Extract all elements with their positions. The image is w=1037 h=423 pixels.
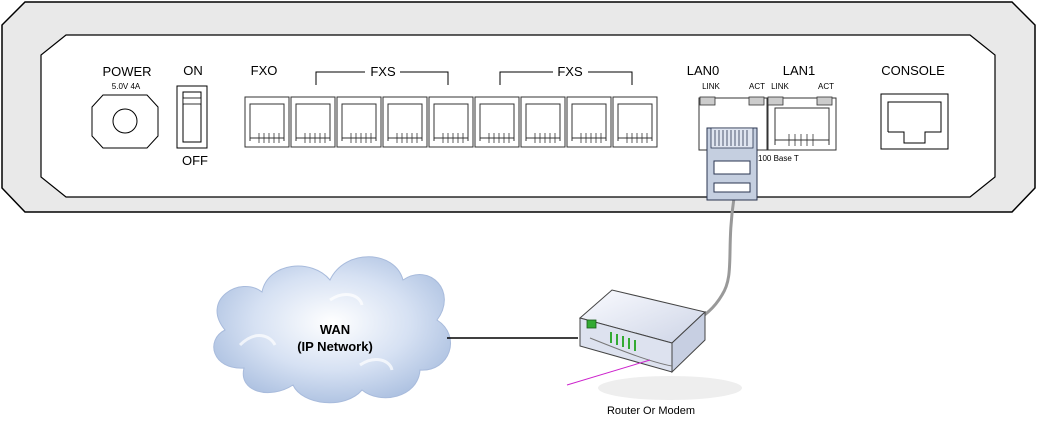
lan1-link-led <box>767 96 784 106</box>
fxs-port-8[interactable] <box>612 96 658 148</box>
lan1-link-label: LINK <box>771 82 789 91</box>
fxs-port-5[interactable] <box>474 96 520 148</box>
switch-off-label: OFF <box>182 153 208 168</box>
lan0-act-led <box>748 96 765 106</box>
fxs-port-7[interactable] <box>566 96 612 148</box>
fxs-port-3[interactable] <box>382 96 428 148</box>
fxs-bracket-1 <box>315 71 449 85</box>
power-switch[interactable] <box>176 85 208 149</box>
rj45-plug <box>706 127 758 201</box>
wan-cloud <box>213 256 451 404</box>
router-accent-line <box>566 359 651 386</box>
lan-speed-label: 100 Base T <box>758 154 799 163</box>
fxo-label: FXO <box>251 63 278 78</box>
fxo-port[interactable] <box>244 96 290 148</box>
lan1-label: LAN1 <box>783 63 816 78</box>
power-label: POWER <box>102 64 151 79</box>
fxs-bracket-2 <box>499 71 633 85</box>
fxs-port-4[interactable] <box>428 96 474 148</box>
fxs-port-2[interactable] <box>336 96 382 148</box>
router-icon <box>578 289 742 400</box>
lan0-label: LAN0 <box>687 63 720 78</box>
lan1-port[interactable] <box>767 96 837 151</box>
lan1-act-label: ACT <box>818 82 834 91</box>
console-label: CONSOLE <box>881 63 945 78</box>
ethernet-cable <box>689 197 736 327</box>
fxs-label-1: FXS <box>370 64 396 79</box>
fxs-port-1[interactable] <box>290 96 336 148</box>
lan0-link-label: LINK <box>702 82 720 91</box>
lan0-link-led <box>699 96 716 106</box>
switch-on-label: ON <box>183 63 203 78</box>
router-led <box>586 319 597 329</box>
wan-label: WAN <box>320 322 350 337</box>
fxs-label-2: FXS <box>557 64 583 79</box>
power-rating-label: 5.0V 4A <box>112 82 141 91</box>
fxs-port-6[interactable] <box>520 96 566 148</box>
lan1-act-led <box>816 96 833 106</box>
console-port[interactable] <box>880 93 949 150</box>
power-jack[interactable] <box>91 94 159 149</box>
router-label: Router Or Modem <box>607 405 695 417</box>
wan-sublabel: (IP Network) <box>297 339 373 354</box>
lan0-act-label: ACT <box>749 82 765 91</box>
